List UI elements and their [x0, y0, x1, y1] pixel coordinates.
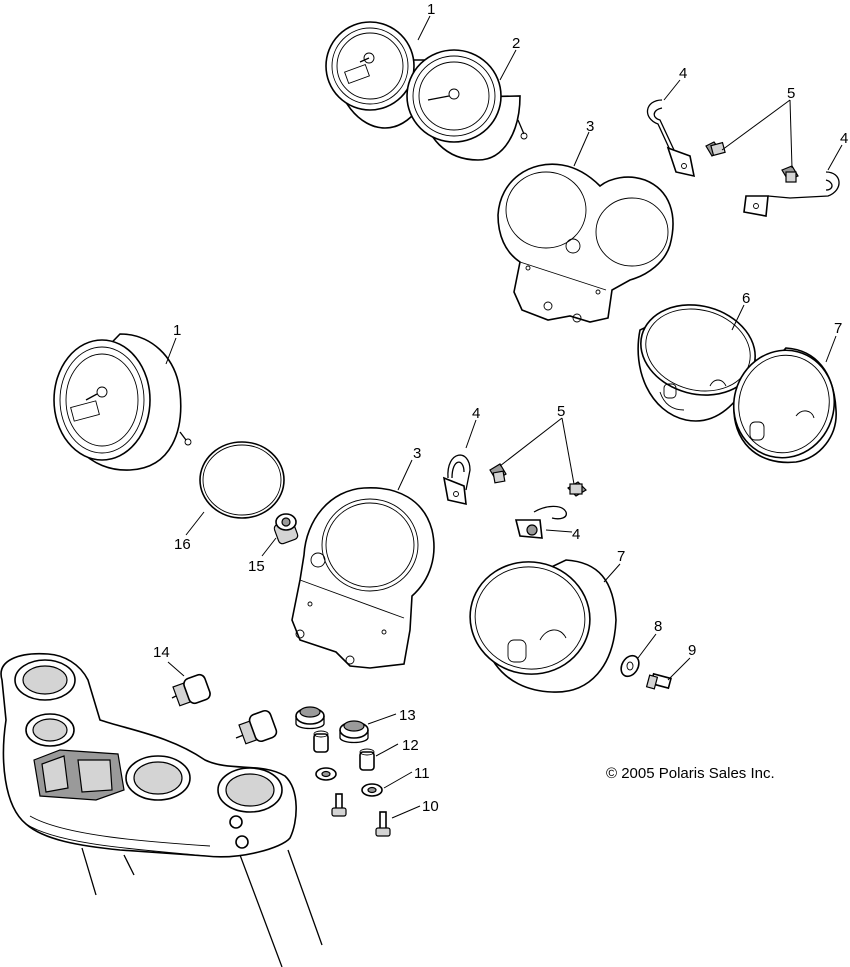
- cup-7-right: [732, 347, 837, 464]
- screw-5-top-a: [705, 141, 726, 157]
- cup-7-bottom: [469, 559, 617, 693]
- clip-4-top-a: [646, 99, 696, 178]
- callout-14: 14: [153, 644, 170, 661]
- gauge-2-top: [406, 49, 528, 161]
- callout-7-right: 7: [834, 320, 842, 337]
- callout-9: 9: [688, 642, 696, 659]
- damper-14-a: [171, 673, 211, 707]
- bracket-3-middle: [291, 487, 435, 669]
- callout-7-bottom: 7: [617, 548, 625, 565]
- callout-5-top: 5: [787, 85, 795, 102]
- screw-9: [645, 672, 672, 690]
- callout-4-middle-a: 4: [472, 405, 480, 422]
- screw-5-middle-a: [489, 463, 507, 484]
- washer-8: [620, 654, 640, 678]
- callout-2: 2: [512, 35, 520, 52]
- callout-3-top: 3: [586, 118, 594, 135]
- clip-4-middle-a: [442, 454, 471, 506]
- spacer-12-a: [313, 730, 329, 753]
- callout-11: 11: [414, 765, 430, 782]
- callout-6: 6: [742, 290, 750, 307]
- callout-4-middle-b: 4: [572, 526, 580, 543]
- callout-16: 16: [174, 536, 191, 553]
- washer-11-b: [361, 783, 383, 797]
- clip-4-top-b: [743, 171, 840, 217]
- callout-10: 10: [422, 798, 439, 815]
- cup-6: [637, 304, 757, 422]
- bolt-10-b: [375, 811, 391, 837]
- bracket-3-top: [497, 163, 674, 323]
- callout-12: 12: [402, 737, 419, 754]
- gauge-1-top: [325, 21, 433, 129]
- clip-4-middle-b: [514, 505, 567, 539]
- callout-3-middle: 3: [413, 445, 421, 462]
- copyright-notice: © 2005 Polaris Sales Inc.: [606, 765, 775, 782]
- o-ring-16: [199, 441, 285, 519]
- callout-1-top: 1: [427, 1, 435, 18]
- gauge-1-left: [53, 333, 192, 471]
- callout-15: 15: [248, 558, 265, 575]
- grommet-13-a: [295, 706, 325, 730]
- damper-14-b: [235, 709, 278, 745]
- callout-4-top-a: 4: [679, 65, 687, 82]
- screw-5-top-b: [781, 165, 799, 183]
- spacer-12-b: [359, 748, 375, 771]
- bulb-15: [273, 513, 299, 545]
- washer-11-a: [315, 767, 337, 781]
- callout-8: 8: [654, 618, 662, 635]
- callout-1-left: 1: [173, 322, 181, 339]
- leader-lines: [165, 15, 843, 819]
- callout-4-top-b: 4: [840, 130, 848, 147]
- screw-5-middle-b: [567, 481, 587, 497]
- bolt-10-a: [331, 793, 347, 817]
- grommet-13-b: [339, 720, 369, 744]
- callout-5-middle: 5: [557, 403, 565, 420]
- triple-clamp: [0, 652, 323, 967]
- callout-13: 13: [399, 707, 416, 724]
